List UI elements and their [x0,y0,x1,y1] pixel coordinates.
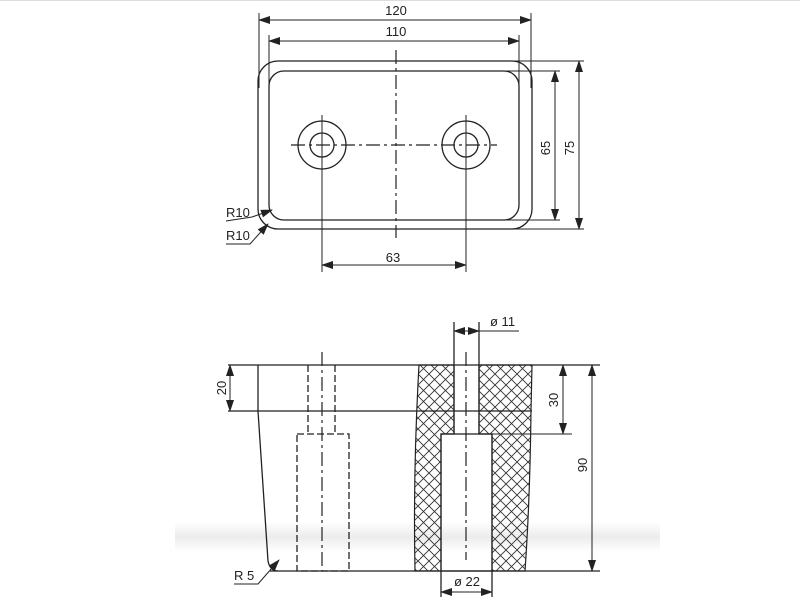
dim-hole-spacing: 63 [386,250,400,265]
inner-outline [268,70,520,221]
dim-total-height: 90 [575,458,590,472]
dim-overall-length: 120 [385,3,407,18]
radius-label-inner: R10 [226,205,250,220]
outer-outline [257,60,533,230]
dim-overall-width: 75 [562,141,577,155]
dim-bore-diameter: ø 11 [490,314,515,329]
radius-label-outer: R10 [226,228,250,243]
dim-bore-depth: 30 [546,393,561,407]
radius-leader [226,223,269,245]
radius-label-bottom: R 5 [234,568,254,583]
hidden-counterbore [296,433,350,572]
radius-leader [234,559,280,585]
dim-inner-width: 65 [538,141,553,155]
section-view: ø 11 ø 22 20 30 90 R 5 [214,314,600,597]
dim-counterbore-diameter: ø 22 [454,574,480,589]
dim-flange-height: 20 [214,381,229,395]
top-view: 120 110 63 65 75 R10 R10 [225,3,584,272]
radius-leader [225,209,273,222]
dim-inner-length: 110 [386,24,407,39]
